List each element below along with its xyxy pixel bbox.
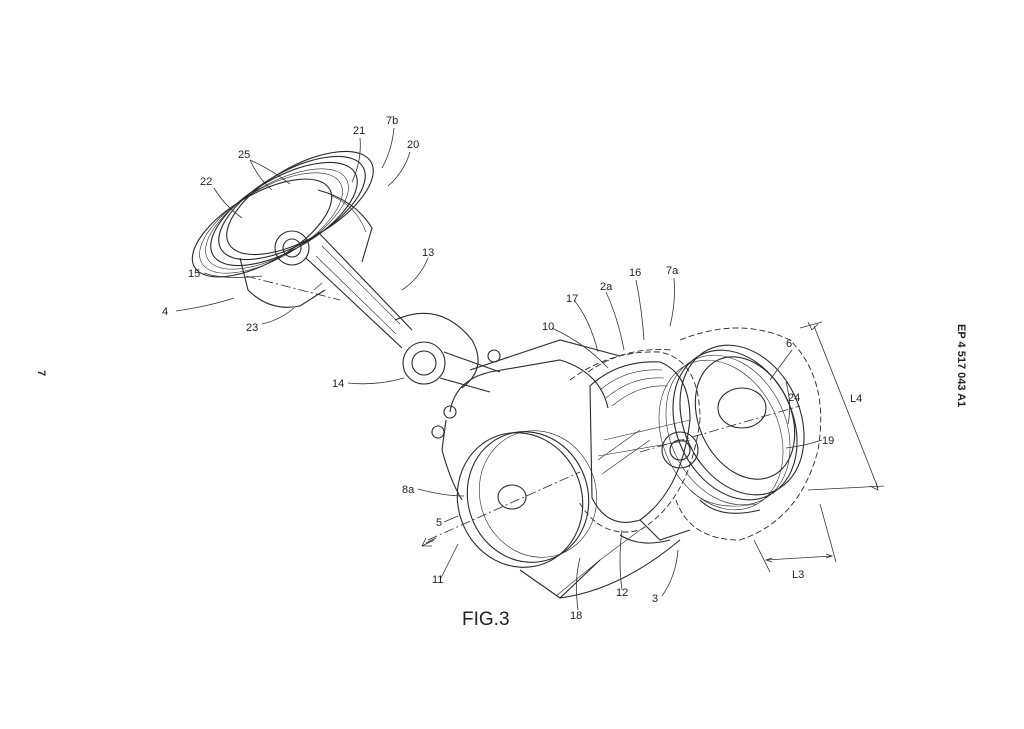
label-6: 6	[786, 338, 792, 350]
center-lines	[245, 275, 801, 547]
label-24: 24	[788, 392, 800, 404]
publication-number: EP 4 517 043 A1	[955, 324, 967, 407]
page-number: 7	[35, 370, 47, 376]
cylinder-drawing	[569, 349, 701, 544]
label-2a: 2a	[600, 281, 613, 293]
label-4: 4	[162, 306, 168, 318]
upper-piston-drawing	[191, 150, 374, 308]
label-18: 18	[570, 610, 582, 622]
crankshaft-drawing	[431, 339, 691, 599]
label-25: 25	[238, 149, 250, 161]
label-7b: 7b	[386, 115, 398, 127]
figure-caption: FIG.3	[462, 609, 510, 630]
label-19: 19	[822, 435, 834, 447]
label-11: 11	[432, 574, 443, 586]
label-14: 14	[332, 378, 344, 390]
label-23: 23	[246, 322, 258, 334]
label-15: 15	[188, 268, 200, 280]
reference-labels: 25 21 7b 20 22 15 13 4 23 14 17 2a 16 7a…	[162, 115, 862, 622]
label-10: 10	[542, 321, 554, 333]
label-L3: L3	[792, 569, 804, 581]
dimension-lines	[753, 321, 885, 573]
label-22: 22	[200, 176, 212, 188]
label-5: 5	[436, 517, 442, 529]
label-8a: 8a	[402, 484, 415, 496]
label-16: 16	[629, 267, 641, 279]
connecting-rod-drawing	[305, 231, 501, 393]
right-piston-drawing	[658, 327, 822, 541]
label-21: 21	[353, 125, 365, 137]
label-13: 13	[422, 247, 434, 259]
label-3: 3	[652, 593, 658, 605]
leader-lines	[175, 127, 823, 611]
label-7a: 7a	[666, 265, 679, 277]
label-17: 17	[566, 293, 578, 305]
label-12: 12	[616, 587, 628, 599]
label-L4: L4	[850, 393, 862, 405]
label-20: 20	[407, 139, 419, 151]
